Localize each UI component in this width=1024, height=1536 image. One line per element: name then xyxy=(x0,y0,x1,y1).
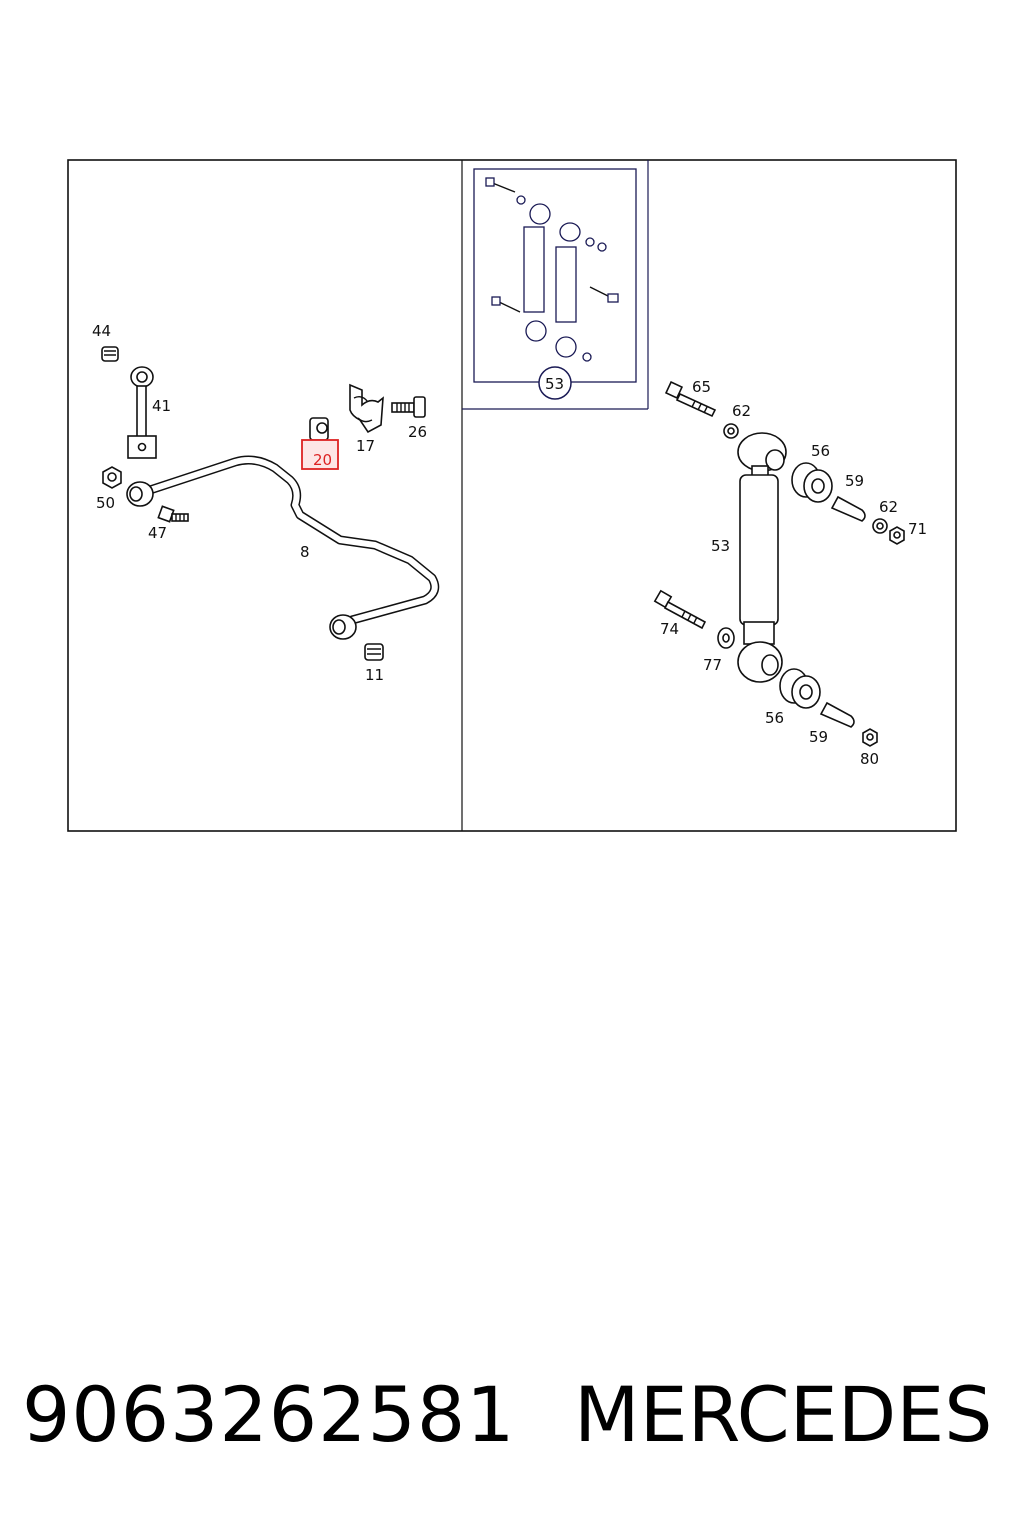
callout-44: 44 xyxy=(92,322,111,340)
callout-8: 8 xyxy=(300,543,310,561)
part-80-nut[interactable] xyxy=(862,728,878,747)
part-41-link-rod[interactable] xyxy=(127,366,157,459)
diagram-frame xyxy=(67,159,957,832)
part-62-washer-upper[interactable] xyxy=(723,423,739,439)
part-17-clamp[interactable] xyxy=(349,383,384,434)
part-71-nut[interactable] xyxy=(889,526,905,545)
callout-53-inset[interactable]: 53 xyxy=(545,375,564,393)
part-65-bolt[interactable] xyxy=(664,380,717,418)
right-panel: 65 62 56 59 62 71 53 74 77 56 59 80 xyxy=(653,378,927,768)
callout-80: 80 xyxy=(860,750,879,768)
caption: 9063262581 MERCEDES xyxy=(0,1360,1024,1470)
parts-diagram: 44 41 50 47 8 17 26 11 20 53 xyxy=(67,159,957,832)
highlight-box-20[interactable] xyxy=(301,439,339,470)
inset-frame xyxy=(473,168,637,383)
callout-62-right: 62 xyxy=(879,498,898,516)
part-11-nut[interactable] xyxy=(364,643,384,661)
part-59-sleeve-upper[interactable] xyxy=(830,495,866,522)
part-56-bushing-lower[interactable] xyxy=(779,668,821,709)
callout-62-upper: 62 xyxy=(732,402,751,420)
inset-shock-absorbers: 53 xyxy=(473,168,637,400)
callout-59-lower: 59 xyxy=(809,728,828,746)
part-number: 9063262581 xyxy=(22,1370,516,1459)
callout-74: 74 xyxy=(660,620,679,638)
callout-77: 77 xyxy=(703,656,722,674)
callout-26: 26 xyxy=(408,423,427,441)
callout-47: 47 xyxy=(148,524,167,542)
part-74-bolt[interactable] xyxy=(653,589,707,630)
callout-56-lower: 56 xyxy=(765,709,784,727)
part-50-nut[interactable] xyxy=(102,466,122,489)
callout-56-upper: 56 xyxy=(811,442,830,460)
part-44-nut[interactable] xyxy=(101,346,119,362)
callout-17: 17 xyxy=(356,437,375,455)
part-62-washer-right[interactable] xyxy=(872,518,888,534)
part-26-bolt[interactable] xyxy=(391,396,426,418)
part-8-stabilizer-bar[interactable] xyxy=(126,455,440,640)
callout-71: 71 xyxy=(908,520,927,538)
brand-name: MERCEDES xyxy=(574,1370,993,1459)
callout-65: 65 xyxy=(692,378,711,396)
callout-20-highlighted[interactable]: 20 xyxy=(313,451,332,469)
part-56-bushing-upper[interactable] xyxy=(791,462,833,503)
callout-59-upper: 59 xyxy=(845,472,864,490)
callout-53-circle[interactable] xyxy=(538,366,572,400)
part-20-bushing[interactable] xyxy=(309,417,329,441)
part-53-shock-absorber[interactable] xyxy=(737,432,787,683)
callout-53: 53 xyxy=(711,537,730,555)
callout-41: 41 xyxy=(152,397,171,415)
left-panel: 44 41 50 47 8 17 26 11 20 xyxy=(92,322,440,684)
callout-11: 11 xyxy=(365,666,384,684)
part-77-washer[interactable] xyxy=(717,627,735,649)
part-59-sleeve-lower[interactable] xyxy=(819,701,855,728)
part-47-bolt[interactable] xyxy=(157,505,189,523)
callout-50: 50 xyxy=(96,494,115,512)
